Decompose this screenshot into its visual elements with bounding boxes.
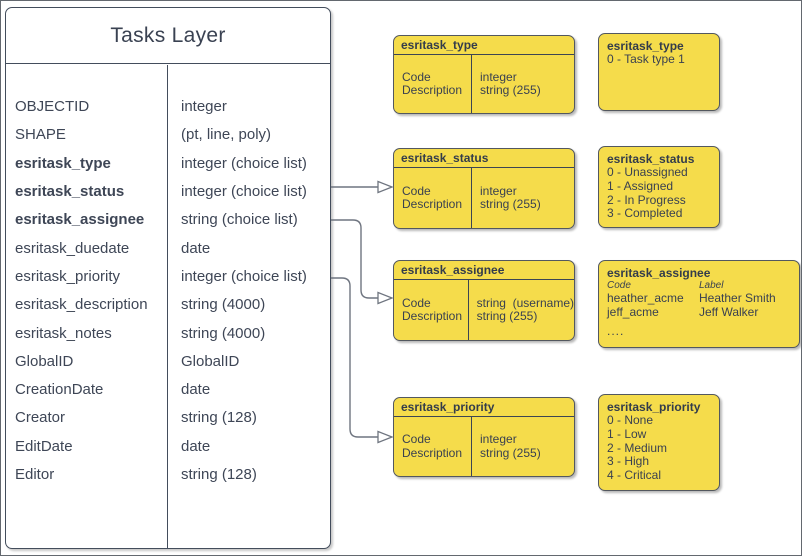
- legend-ellipsis: ....: [607, 324, 625, 338]
- legend-title: esritask_priority: [607, 400, 701, 414]
- legend-esritask-assignee: esritask_assignee Code Label heather_acm…: [598, 260, 800, 348]
- legend-esritask-type: esritask_type 0 - Task type 1: [598, 33, 720, 111]
- code-table-title: esritask_priority: [401, 400, 495, 414]
- legend-column-headers: Code Label: [607, 280, 724, 291]
- legend-title: esritask_type: [607, 39, 684, 53]
- legend-row: jeff_acme Jeff Walker: [607, 304, 759, 319]
- code-table-title: esritask_assignee: [401, 263, 505, 277]
- connector-assignee: [331, 219, 378, 299]
- legend-esritask-priority: esritask_priority 0 - None 1 - Low 2 - M…: [598, 394, 720, 491]
- legend-title: esritask_assignee: [607, 266, 711, 280]
- legend-esritask-status: esritask_status 0 - Unassigned 1 - Assig…: [598, 146, 720, 228]
- arrowhead-status: [377, 180, 394, 194]
- code-table-title: esritask_type: [401, 38, 478, 52]
- column-divider: [167, 64, 168, 548]
- arrowhead-priority: [377, 430, 394, 444]
- legend-title: esritask_status: [607, 152, 695, 166]
- code-table-title: esritask_status: [401, 151, 489, 165]
- field-row-shape: SHAPE(pt, line, poly): [15, 126, 272, 144]
- tasks-layer-header: Tasks Layer: [6, 8, 330, 64]
- arrowhead-assignee: [377, 291, 394, 305]
- tasks-layer-title: Tasks Layer: [110, 23, 226, 47]
- legend-row: heather_acme Heather Smith: [607, 291, 776, 305]
- connector-priority: [331, 277, 378, 438]
